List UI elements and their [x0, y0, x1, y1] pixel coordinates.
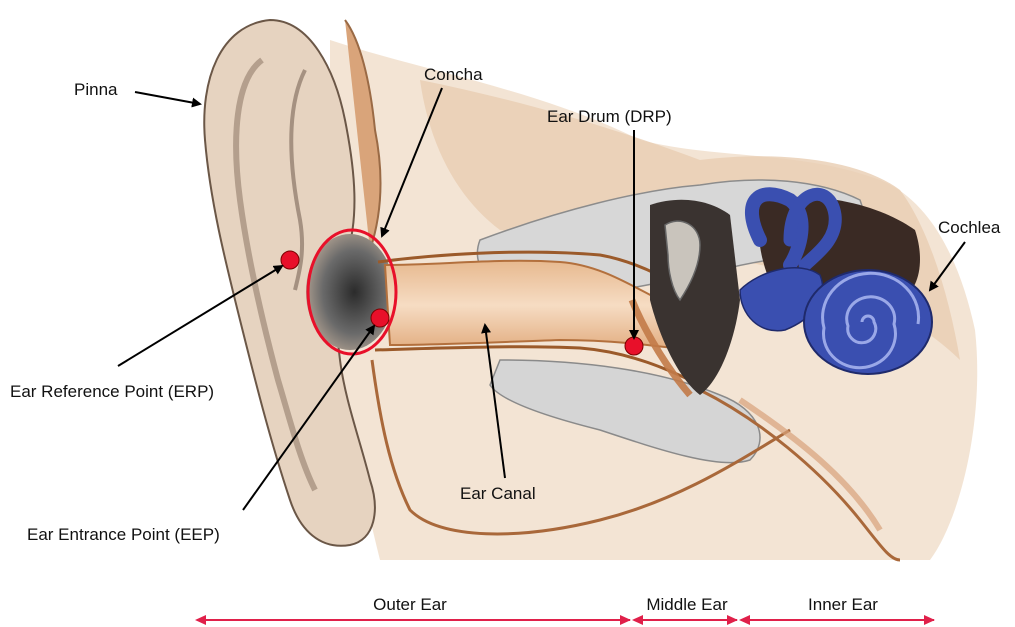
label-ear-drum: Ear Drum (DRP) — [547, 107, 672, 126]
drp-marker — [625, 337, 643, 355]
label-ear-canal: Ear Canal — [460, 484, 536, 503]
section-outer-ear: Outer Ear — [373, 595, 447, 614]
label-erp: Ear Reference Point (ERP) — [10, 382, 214, 401]
ear-illustration — [204, 20, 977, 560]
section-spans: Outer Ear Middle Ear Inner Ear — [197, 595, 934, 620]
label-pinna: Pinna — [74, 80, 118, 99]
erp-marker — [281, 251, 299, 269]
eep-marker — [371, 309, 389, 327]
section-middle-ear: Middle Ear — [646, 595, 728, 614]
section-inner-ear: Inner Ear — [808, 595, 878, 614]
label-eep: Ear Entrance Point (EEP) — [27, 525, 220, 544]
label-concha: Concha — [424, 65, 483, 84]
label-cochlea: Cochlea — [938, 218, 1001, 237]
pinna-arrow — [135, 92, 200, 104]
